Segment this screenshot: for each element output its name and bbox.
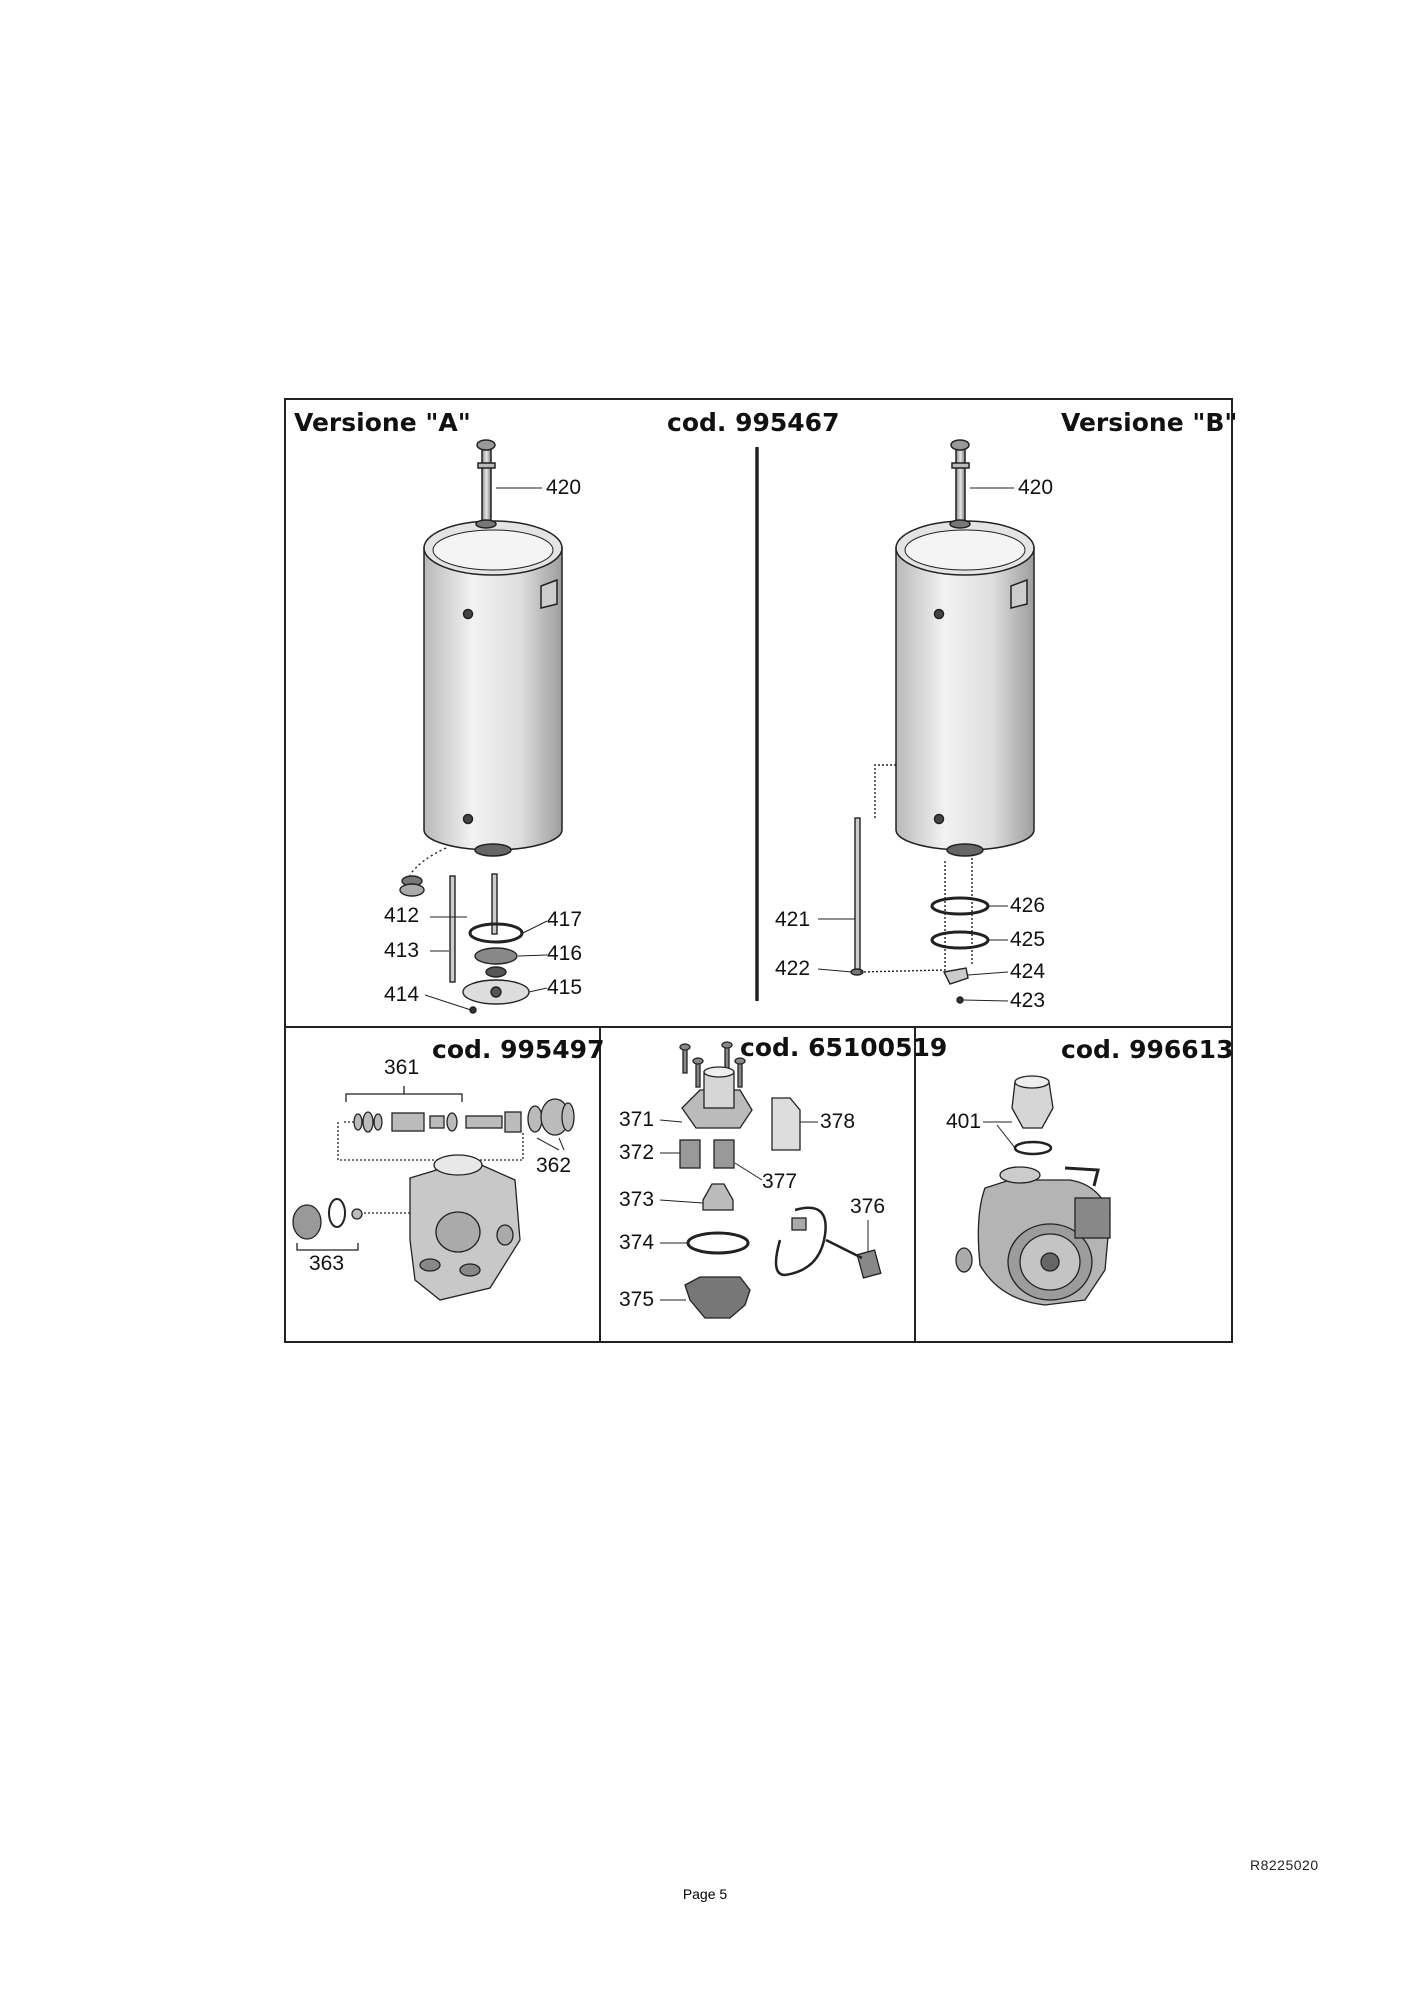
leaders-p3	[659, 1119, 869, 1301]
title-cod-996613: cod. 996613	[1061, 1035, 1233, 1064]
label-375: 375	[619, 1288, 654, 1311]
label-416: 416	[547, 942, 582, 965]
header-cod-995467: cod. 995467	[667, 408, 839, 437]
hydraulic-group	[679, 1041, 882, 1319]
label-378: 378	[820, 1110, 855, 1133]
label-372: 372	[619, 1141, 654, 1164]
label-374: 374	[619, 1231, 654, 1254]
label-b-420: 420	[1018, 476, 1053, 499]
label-423: 423	[1010, 989, 1045, 1012]
label-376: 376	[850, 1195, 885, 1218]
label-426: 426	[1010, 894, 1045, 917]
pump-group	[955, 1075, 1111, 1306]
header-versione-a: Versione "A"	[294, 408, 471, 437]
leaders-a	[424, 487, 548, 1011]
label-371: 371	[619, 1108, 654, 1131]
valve-group	[292, 1086, 575, 1301]
header-versione-b: Versione "B"	[1061, 408, 1237, 437]
drawing-reference: R8225020	[1250, 1857, 1319, 1873]
parts-a	[399, 847, 530, 1014]
label-a-420: 420	[546, 476, 581, 499]
label-377: 377	[762, 1170, 797, 1193]
label-422: 422	[775, 957, 810, 980]
label-417: 417	[547, 908, 582, 931]
label-412: 412	[384, 904, 419, 927]
leaders-b	[817, 487, 1014, 1002]
label-362: 362	[536, 1154, 571, 1177]
frame-border	[284, 398, 1233, 1343]
label-421: 421	[775, 908, 810, 931]
page-number: Page 5	[682, 1886, 728, 1902]
label-424: 424	[1010, 960, 1045, 983]
tank-b	[895, 439, 1035, 857]
label-413: 413	[384, 939, 419, 962]
tank-a	[423, 439, 563, 857]
title-cod-65100519: cod. 65100519	[740, 1033, 947, 1062]
title-cod-995497: cod. 995497	[432, 1035, 604, 1064]
label-425: 425	[1010, 928, 1045, 951]
label-363: 363	[309, 1252, 344, 1275]
label-373: 373	[619, 1188, 654, 1211]
label-401: 401	[946, 1110, 981, 1133]
label-361: 361	[384, 1056, 419, 1079]
label-415: 415	[547, 976, 582, 999]
leaders-p4	[983, 1121, 1016, 1149]
leaders-p2	[536, 1137, 565, 1151]
label-414: 414	[384, 983, 419, 1006]
